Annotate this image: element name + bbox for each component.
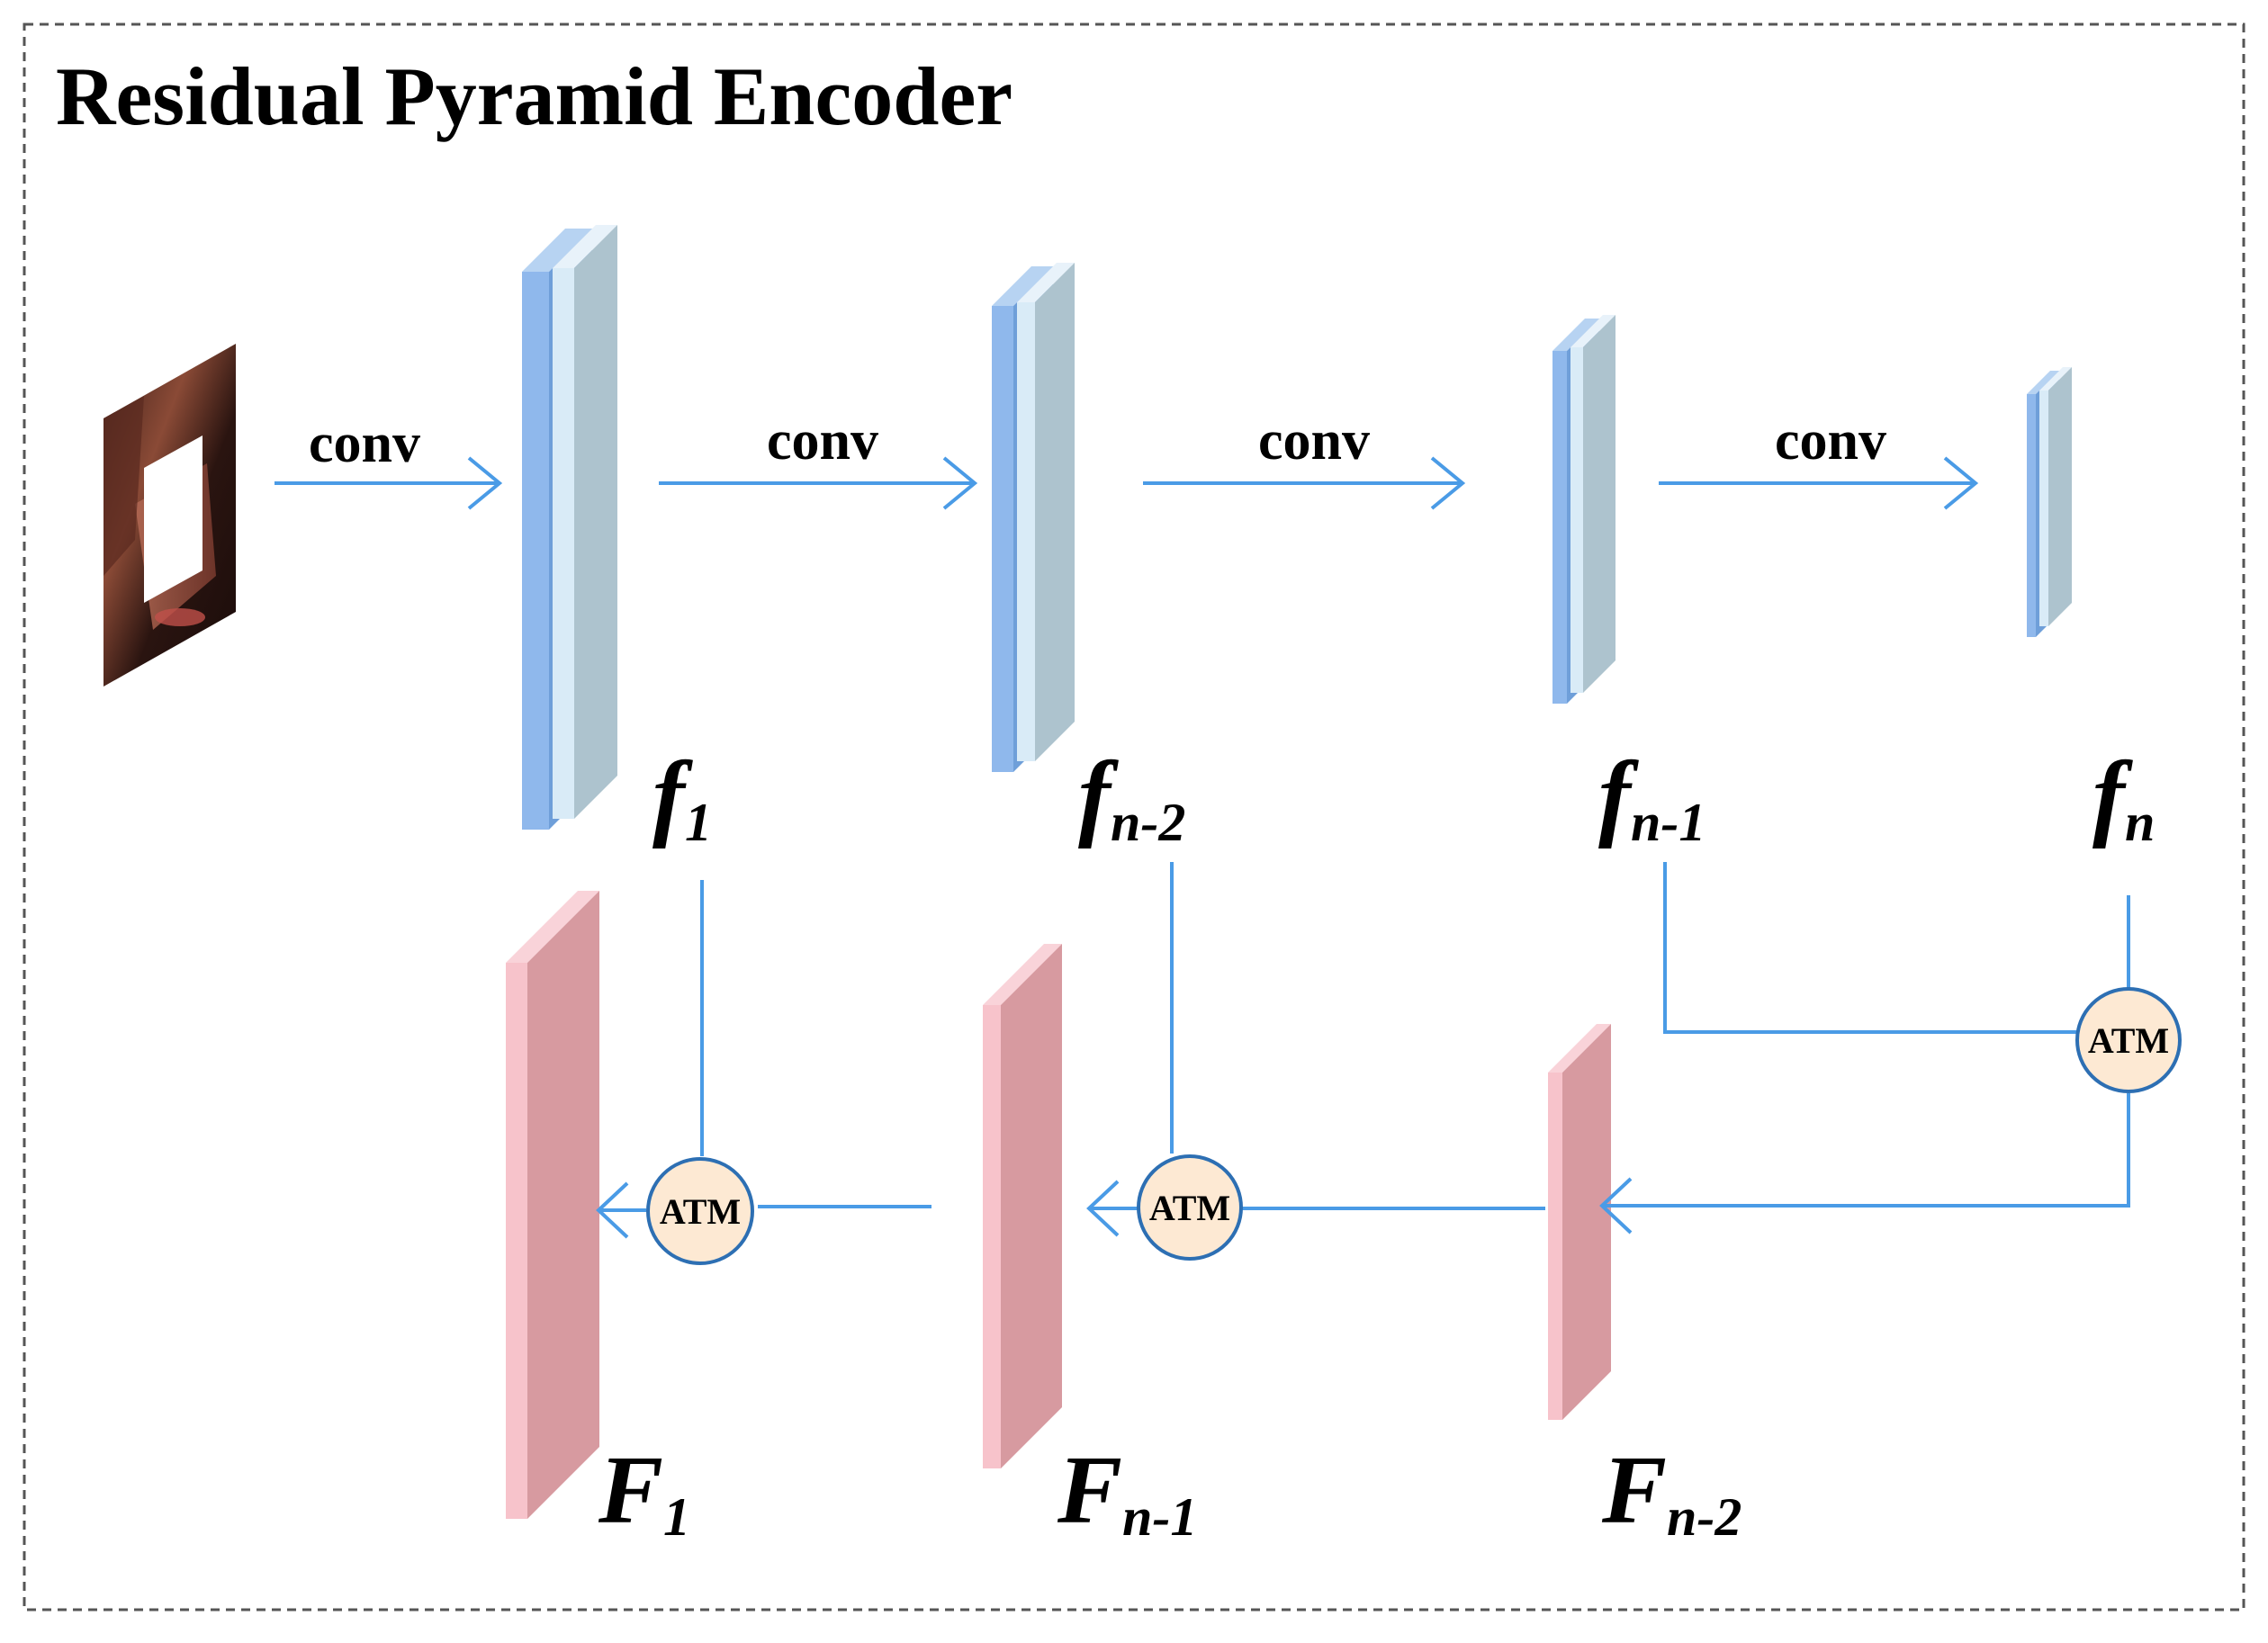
atm-label: ATM [660, 1191, 741, 1232]
encoder-slab-back-3-front [1570, 347, 1583, 693]
decoder-slab-1-front [506, 963, 527, 1519]
masked-face-input-image [104, 344, 236, 687]
mask-region [144, 435, 202, 603]
encoder-slab-back-4 [2039, 367, 2072, 626]
feature-label-Fn-1: Fn-1 [1057, 1437, 1197, 1547]
encoder-slab-front-3-front [1552, 351, 1567, 704]
decoder-slab-2-top [983, 944, 1062, 1005]
flow-atm-top-to-Fn-2 [1602, 1093, 2130, 1208]
encoder-slab-back-4-side [2048, 367, 2072, 626]
diagram-title: Residual Pyramid Encoder [56, 50, 1012, 142]
skip-connections [596, 862, 2130, 1239]
encoder-slab-front-4-front [2027, 394, 2036, 637]
flow-arrowhead-Fn-1 [1086, 1180, 1120, 1237]
feature-label-Fn-2: Fn-2 [1601, 1437, 1742, 1547]
conv-arrow-head [1430, 456, 1466, 510]
encoder-slab-front-2-front [992, 306, 1013, 772]
decoder-slab-1-top [506, 891, 599, 963]
conv-label-1: conv [309, 413, 420, 474]
encoder-slab-back-1-front [553, 268, 574, 819]
decoder-slab-3-side [1562, 1024, 1611, 1420]
encoder-slab-back-2-front [1017, 302, 1035, 761]
encoder-slab-back-2-side [1035, 263, 1075, 761]
conv-arrow-4 [1659, 456, 1979, 510]
atm-module-top: ATM [2075, 987, 2182, 1093]
encoder-slab-back-1-top [553, 225, 617, 268]
encoder-slab-front-2-top [992, 266, 1053, 306]
decoder-slab-2-side [1001, 944, 1062, 1468]
atm-label: ATM [1149, 1188, 1230, 1228]
conv-arrow-2 [659, 456, 978, 510]
decoder-slab-3-front [1548, 1073, 1562, 1420]
encoder-slab-front-1-top [522, 229, 592, 272]
atm-label: ATM [2088, 1020, 2169, 1061]
conv-arrows [274, 456, 1979, 510]
encoder-slab-back-4-front [2039, 391, 2048, 626]
encoder-slab-back-3 [1570, 315, 1616, 693]
encoder-slab-back-3-side [1583, 315, 1616, 693]
conv-label-2: conv [767, 410, 878, 471]
feature-label-fn: fn [2092, 742, 2155, 852]
encoder-slab-front-1-front [522, 272, 549, 830]
feature-label-F1: F1 [598, 1437, 690, 1547]
decoder-slab-3 [1548, 1024, 1611, 1420]
encoder-slab-back-2 [1017, 263, 1075, 761]
encoder-slab-back-1-side [574, 225, 617, 819]
feature-label-fn-2: fn-2 [1078, 742, 1185, 852]
encoder-slab-back-4-top [2039, 367, 2072, 391]
encoder-slab-front-3-top [1552, 319, 1599, 351]
conv-arrow-3 [1143, 456, 1466, 510]
atm-module-left: ATM [646, 1157, 754, 1265]
decoder-slab-1-side [527, 891, 599, 1519]
conv-arrow-head [467, 456, 503, 510]
conv-arrow-head [1943, 456, 1979, 510]
feature-label-f1: f1 [652, 742, 712, 852]
encoder-feature-blocks [522, 225, 2072, 830]
feature-label-fn-1: fn-1 [1598, 742, 1706, 852]
conv-arrow-1 [274, 456, 503, 510]
conv-arrow-head [942, 456, 978, 510]
decoder-slab-2-front [983, 1005, 1001, 1468]
decoder-slab-2 [983, 944, 1062, 1468]
flow-arrowhead-Fn-2 [1599, 1177, 1633, 1234]
decoder-slab-3-top [1548, 1024, 1611, 1073]
dashed-frame [22, 22, 2246, 1612]
conv-label-3: conv [1258, 410, 1370, 471]
encoder-slab-front-4-top [2027, 371, 2059, 394]
decoder-feature-blocks [506, 891, 1611, 1519]
flow-arrowhead-F1 [596, 1181, 629, 1239]
conv-label-4: conv [1775, 410, 1886, 471]
encoder-slab-back-1 [553, 225, 617, 819]
encoder-slab-back-2-top [1017, 263, 1075, 302]
decoder-slab-1 [506, 891, 599, 1519]
encoder-slab-back-3-top [1570, 315, 1616, 347]
skip-line-fn-1 [1663, 862, 2082, 1034]
atm-module-middle: ATM [1137, 1154, 1243, 1261]
